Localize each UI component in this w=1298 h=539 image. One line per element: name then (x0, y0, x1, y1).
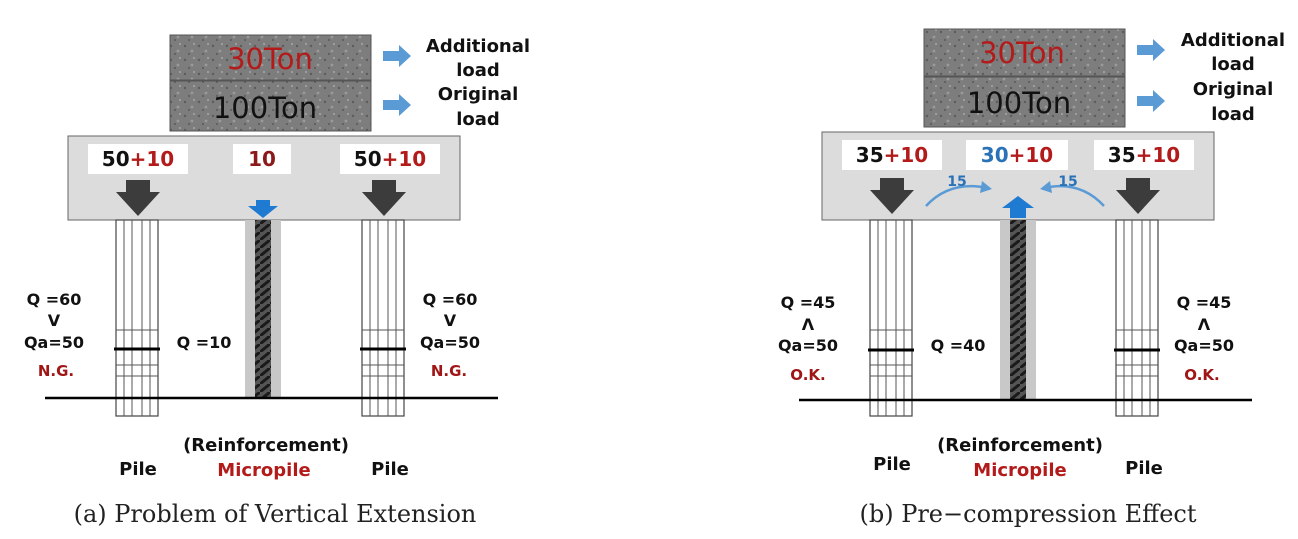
caption-a: (a) Problem of Vertical Extension (74, 500, 477, 528)
right-arrow-icon (1137, 90, 1165, 112)
reinforcement-label: (Reinforcement) (183, 435, 349, 456)
panel-a: 30Ton 100Ton Additional load Original lo… (24, 34, 530, 528)
original-label-2: load (456, 109, 500, 130)
micropile (245, 220, 281, 398)
value-box-center (966, 140, 1068, 170)
allowable-load-right: Qa=50 (420, 333, 480, 352)
cap-value-left: 35+10 (856, 143, 928, 167)
micropile-load: Q =40 (931, 336, 986, 355)
down-arrow-icon (248, 200, 278, 218)
status-left: O.K. (790, 366, 825, 384)
panel-b: 30Ton 100Ton Additional load Original lo… (778, 28, 1285, 528)
allowable-load-left: Qa=50 (24, 333, 84, 352)
compare-symbol-right: V (444, 311, 457, 330)
original-label-1: Original (438, 84, 519, 105)
additional-label-2: load (1211, 54, 1255, 75)
additional-load-value: 30Ton (227, 42, 313, 76)
cap-value-center: 30+10 (981, 143, 1053, 167)
allowable-load-left: Qa=50 (778, 336, 838, 355)
pile-load-right: Q =45 (1177, 293, 1232, 312)
additional-load-value: 30Ton (979, 36, 1065, 70)
micropile-label: Micropile (217, 460, 310, 481)
transfer-value-right: 15 (1058, 174, 1077, 190)
down-arrow-icon (870, 178, 914, 214)
additional-label-2: load (456, 60, 500, 81)
cap-value-right: 50+10 (354, 147, 426, 171)
pile-load-right: Q =60 (423, 290, 478, 309)
down-arrow-icon (116, 180, 160, 216)
micropile (1000, 220, 1036, 400)
value-box-right (340, 144, 440, 174)
pile-label-right: Pile (1125, 458, 1163, 479)
pile-label-right: Pile (371, 459, 409, 480)
allowable-load-right: Qa=50 (1174, 336, 1234, 355)
curved-arrow-icon (980, 181, 992, 193)
cap-value-center: 10 (248, 147, 276, 171)
down-arrow-icon (1116, 178, 1160, 214)
value-box-left (842, 140, 942, 170)
cap-value-right: 35+10 (1108, 143, 1180, 167)
right-arrow-icon (383, 45, 411, 67)
pile-label-left: Pile (119, 459, 157, 480)
micropile-load: Q =10 (177, 333, 232, 352)
curved-arrow-icon (1040, 181, 1052, 193)
caption-b: (b) Pre−compression Effect (859, 500, 1196, 528)
stone-block-top (169, 34, 372, 81)
reinforcement-label: (Reinforcement) (937, 435, 1103, 456)
status-right: O.K. (1184, 366, 1219, 384)
original-load-value: 100Ton (967, 86, 1071, 120)
status-right: N.G. (431, 362, 467, 380)
value-box-center (233, 144, 291, 174)
value-box-right (1094, 140, 1194, 170)
compare-symbol-left: Λ (802, 315, 815, 334)
pile-label-left: Pile (873, 454, 911, 475)
original-load-value: 100Ton (213, 91, 317, 125)
original-label-1: Original (1193, 79, 1274, 100)
cap-value-left: 50+10 (102, 147, 174, 171)
pile-load-left: Q =45 (781, 293, 836, 312)
additional-label-1: Additional (426, 36, 530, 57)
down-arrow-icon (362, 180, 406, 216)
compare-symbol-left: V (48, 311, 61, 330)
original-label-2: load (1211, 104, 1255, 125)
micropile-label: Micropile (973, 460, 1066, 481)
pile-right (360, 219, 406, 417)
stone-block-top (923, 28, 1126, 77)
pile-load-left: Q =60 (27, 290, 82, 309)
value-box-left (88, 144, 188, 174)
pile-left (868, 219, 914, 417)
pile-left (114, 219, 160, 417)
right-arrow-icon (383, 94, 411, 116)
transfer-value-left: 15 (947, 174, 966, 190)
stone-block-bottom (169, 80, 372, 132)
status-left: N.G. (38, 362, 74, 380)
additional-label-1: Additional (1181, 30, 1285, 51)
right-arrow-icon (1137, 39, 1165, 61)
pile-right (1114, 219, 1160, 417)
compare-symbol-right: Λ (1198, 315, 1211, 334)
up-arrow-icon (1002, 196, 1034, 218)
stone-block-bottom (923, 76, 1126, 128)
